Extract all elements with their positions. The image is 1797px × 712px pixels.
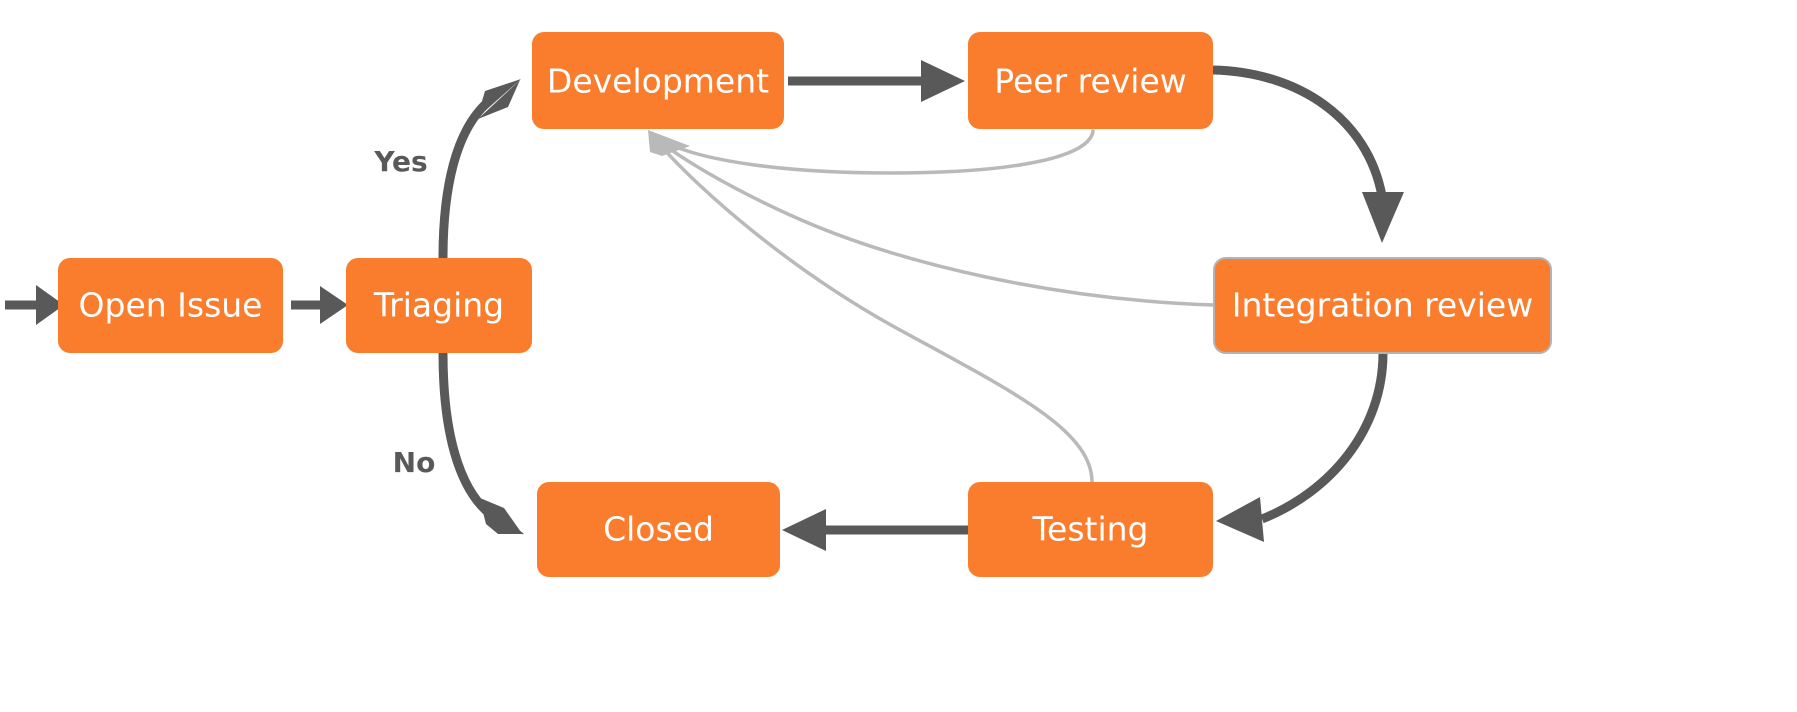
node-peer-review[interactable]: Peer review xyxy=(968,32,1213,129)
edge-integration-review-to-development xyxy=(661,142,1216,307)
edge-triaging-to-closed xyxy=(438,352,524,535)
node-triaging[interactable]: Triaging xyxy=(346,258,532,353)
node-testing[interactable]: Testing xyxy=(968,482,1213,577)
edge-label-no: No xyxy=(393,446,436,479)
edge-triaging-to-development xyxy=(438,79,521,259)
node-integration-review[interactable]: Integration review xyxy=(1213,257,1552,354)
node-closed[interactable]: Closed xyxy=(537,482,780,577)
node-development[interactable]: Development xyxy=(532,32,784,129)
node-open-issue[interactable]: Open Issue xyxy=(58,258,283,353)
edge-peer-review-to-integration-review xyxy=(1212,65,1404,243)
edge-open-issue-to-triaging xyxy=(291,286,348,324)
edge-peer-review-to-development xyxy=(663,129,1095,175)
edge-development-to-peer-review xyxy=(788,60,965,102)
edge-start-to-open-issue xyxy=(5,285,64,325)
edge-testing-to-development xyxy=(659,144,1094,484)
edge-integration-review-to-testing xyxy=(1216,352,1388,542)
feedback-arrowhead-icon xyxy=(648,130,690,156)
edge-label-yes: Yes xyxy=(373,145,427,178)
edge-testing-to-closed xyxy=(782,509,968,551)
